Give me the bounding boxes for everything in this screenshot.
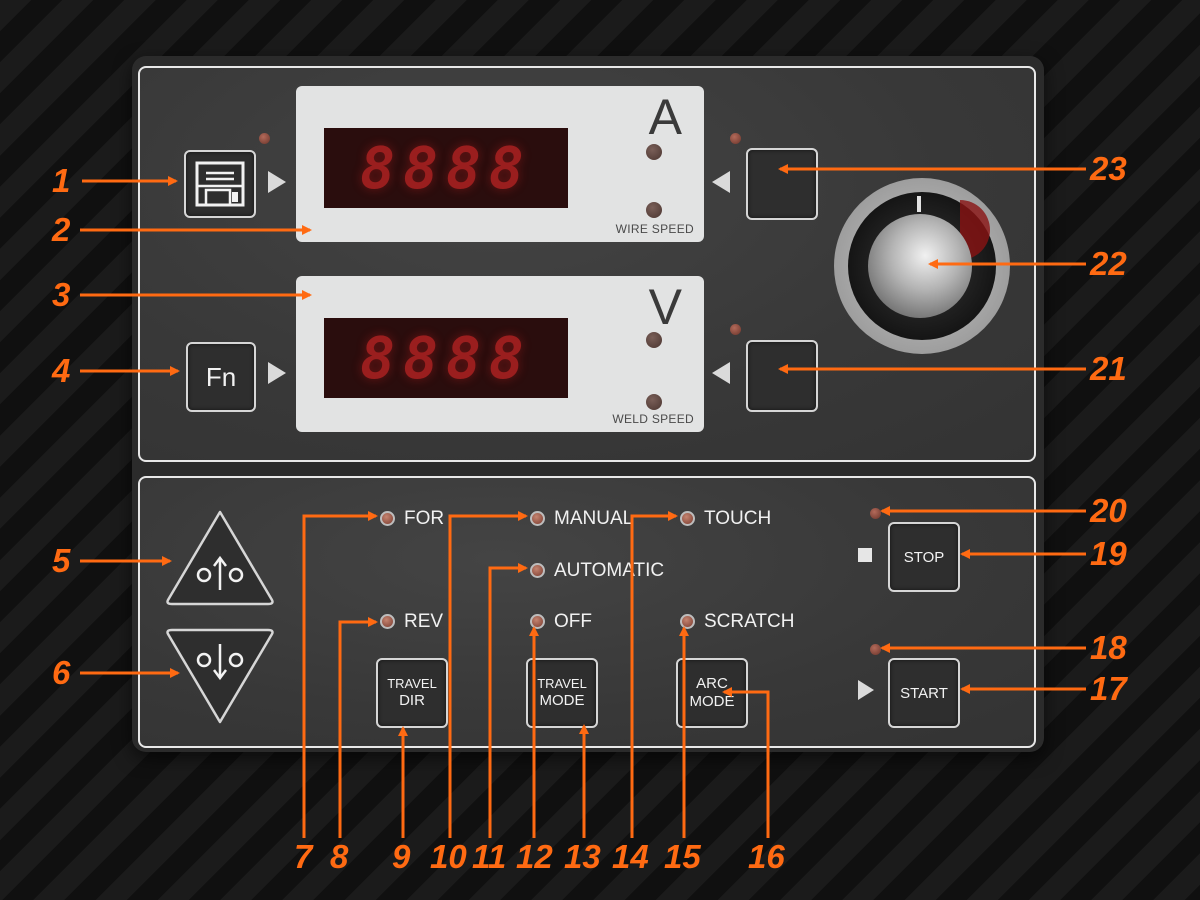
callout-7: 7: [294, 838, 313, 875]
arc-mode-line2: MODE: [689, 693, 735, 710]
callout-9: 9: [392, 838, 411, 875]
fn-button-label: Fn: [205, 361, 237, 392]
travel-mode-line2: MODE: [539, 691, 585, 709]
for-label: FOR: [404, 508, 445, 529]
travel-up-icon: [196, 555, 244, 590]
travel-mode-line1: TRAVEL: [537, 676, 587, 692]
volt-display: 8888 V WELD SPEED: [296, 276, 704, 432]
save-button[interactable]: [184, 150, 256, 218]
arc-mode-line1: ARC: [696, 675, 728, 692]
rev-led: [380, 614, 395, 629]
volt-indicator-led: [646, 332, 662, 348]
automatic-led: [530, 563, 545, 578]
manual-led: [530, 511, 545, 526]
stop-led: [870, 508, 881, 519]
for-led: [380, 511, 395, 526]
display-a-select-led: [730, 133, 741, 144]
callout-15: 15: [664, 838, 701, 875]
wire-speed-label: WIRE SPEED: [615, 222, 694, 236]
knob-pointer-icon: [917, 196, 921, 212]
floppy-disk-icon: [195, 161, 245, 207]
amp-display: 8888 A WIRE SPEED: [296, 86, 704, 242]
callout-8: 8: [330, 838, 349, 875]
travel-dir-line1: TRAVEL: [387, 676, 437, 692]
callout-23: 23: [1090, 150, 1127, 187]
start-arrow-icon: [858, 680, 874, 700]
volt-unit-label: V: [648, 279, 682, 335]
travel-mode-button[interactable]: TRAVEL MODE: [526, 658, 598, 728]
scratch-label: SCRATCH: [704, 611, 795, 632]
touch-led: [680, 511, 695, 526]
amp-unit-label: A: [648, 89, 682, 145]
touch-label: TOUCH: [704, 508, 772, 529]
automatic-label: AUTOMATIC: [554, 560, 665, 581]
save-indicator-led: [259, 133, 270, 144]
amp-digits: 8888: [360, 134, 532, 202]
weld-speed-label: WELD SPEED: [612, 412, 694, 426]
rotary-knob-icon[interactable]: [868, 214, 972, 318]
weld-speed-indicator-led: [646, 394, 662, 410]
display-a-select-button[interactable]: [746, 148, 818, 220]
manual-label: MANUAL: [554, 508, 634, 529]
callout-11: 11: [472, 838, 507, 875]
callout-14: 14: [612, 838, 649, 875]
callout-10: 10: [430, 838, 467, 875]
callout-19: 19: [1090, 535, 1127, 572]
callout-1: 1: [52, 162, 71, 199]
stop-square-icon: [858, 548, 872, 562]
callout-13: 13: [564, 838, 601, 875]
callout-17: 17: [1090, 670, 1127, 707]
callout-22: 22: [1090, 245, 1127, 282]
save-arrow-icon: [268, 171, 286, 193]
callout-5: 5: [52, 542, 71, 579]
callout-2: 2: [52, 211, 71, 248]
travel-dir-line2: DIR: [399, 691, 425, 709]
travel-dir-button[interactable]: TRAVEL DIR: [376, 658, 448, 728]
travel-down-button[interactable]: [164, 626, 276, 726]
amp-digit-readout: 8888: [324, 128, 568, 208]
callout-3: 3: [52, 276, 71, 313]
wire-speed-indicator-led: [646, 202, 662, 218]
display-v-select-led: [730, 324, 741, 335]
fn-arrow-icon: [268, 362, 286, 384]
display-a-arrow-icon: [712, 171, 730, 193]
start-led: [870, 644, 881, 655]
start-button[interactable]: START: [888, 658, 960, 728]
callout-20: 20: [1090, 492, 1127, 529]
travel-down-icon: [196, 644, 244, 681]
callout-6: 6: [52, 654, 71, 691]
callout-16: 16: [748, 838, 785, 875]
volt-digit-readout: 8888: [324, 318, 568, 398]
volt-digits: 8888: [360, 324, 532, 392]
rev-label: REV: [404, 611, 444, 632]
display-v-select-button[interactable]: [746, 340, 818, 412]
off-label: OFF: [554, 611, 592, 632]
stop-button[interactable]: STOP: [888, 522, 960, 592]
fn-button[interactable]: Fn: [186, 342, 256, 412]
callout-21: 21: [1090, 350, 1127, 387]
stop-button-label: STOP: [903, 548, 945, 566]
callout-4: 4: [52, 352, 71, 389]
callout-12: 12: [516, 838, 553, 875]
travel-up-button[interactable]: [164, 508, 276, 608]
callout-18: 18: [1090, 629, 1127, 666]
display-v-arrow-icon: [712, 362, 730, 384]
amp-indicator-led: [646, 144, 662, 160]
start-button-label: START: [900, 684, 948, 702]
